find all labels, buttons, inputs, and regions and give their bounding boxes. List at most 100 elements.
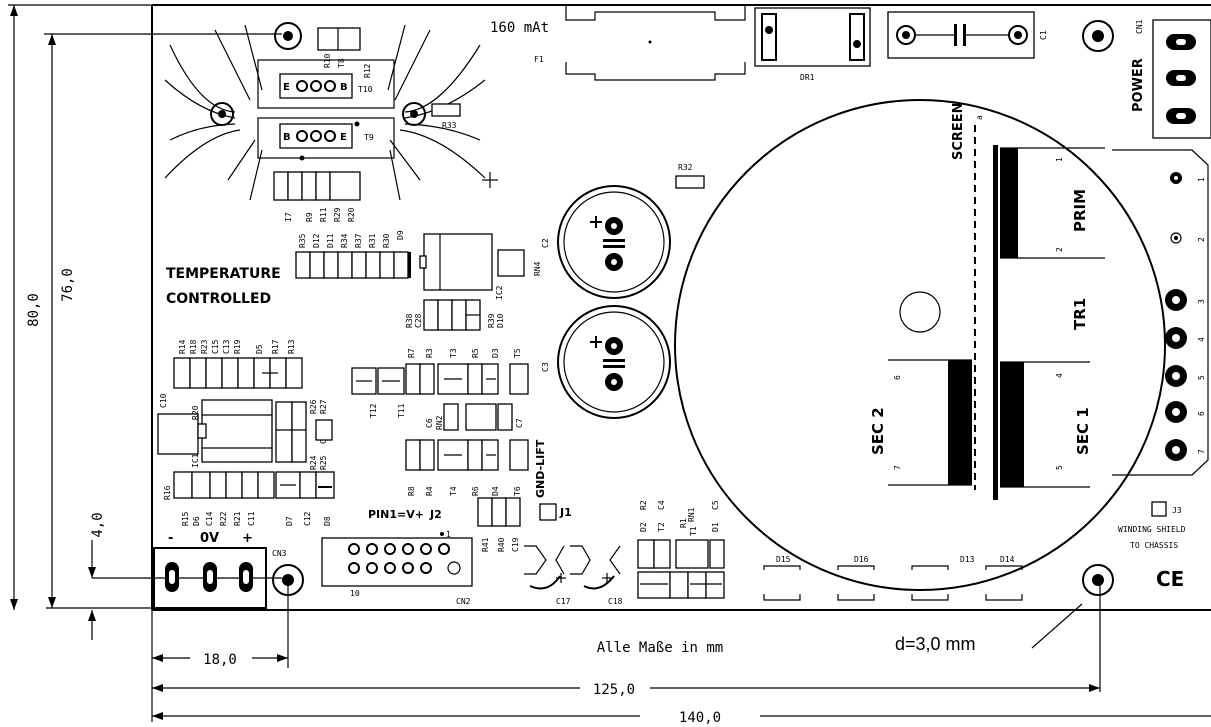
ref-r32: R32 (678, 163, 693, 172)
resistor-array-bottom (173, 471, 335, 499)
ref-mid-4: D3 (491, 348, 500, 358)
ref-row3-8: R13 (287, 339, 296, 354)
ref-bottom-5: C11 (247, 511, 256, 526)
resistor-r33 (431, 103, 461, 117)
ref-right-8: C5 (711, 500, 720, 510)
dimension-left (8, 4, 282, 640)
ref-c2: C2 (541, 238, 550, 248)
cn2-pin1: 1 (446, 530, 451, 539)
rn2 (465, 403, 497, 431)
cn-pin-6: 6 (1197, 411, 1206, 416)
ref-right-2: T2 (657, 522, 666, 532)
mount-hole-top-right (1082, 20, 1114, 52)
ref-r12: R12 (363, 63, 372, 78)
ref-r40: R40 (497, 537, 506, 552)
ref-row3-1: R18 (189, 339, 198, 354)
cn-pin-3: 3 (1197, 299, 1206, 304)
dim-height-inner: 76,0 (60, 268, 76, 302)
ref-mid2-0: R8 (407, 486, 416, 496)
dim-offset-small: 4,0 (90, 512, 106, 537)
ref-cn3: CN3 (272, 549, 287, 558)
component-grid-right (637, 539, 725, 599)
ref-row3-2: R23 (200, 339, 209, 354)
ref-mid-0: R7 (407, 348, 416, 358)
ref-rn4: RN4 (533, 261, 542, 276)
winding-shield-line2: TO CHASSIS (1130, 541, 1178, 550)
label-sec1: SEC 1 (1074, 407, 1092, 455)
ref-right-1: R2 (639, 500, 648, 510)
t9-pin-b: B (283, 132, 291, 143)
resistor-array-r38 (423, 299, 481, 331)
ref-mid2-4: D4 (491, 486, 500, 496)
cn3-plus: + (242, 531, 253, 546)
ref-row3-0: R14 (178, 339, 187, 354)
connector-tr-pins (1112, 149, 1209, 476)
connector-cn2 (321, 532, 473, 587)
mount-hole-bottom-right (1082, 564, 1114, 596)
ref-row1-3: R29 (333, 207, 342, 222)
ce-mark: CE (1156, 567, 1184, 591)
ref-right-3: C4 (657, 500, 666, 510)
label-screen: SCREEN (951, 102, 966, 160)
ref-bottom-2: C14 (205, 511, 214, 526)
ref-right-4: R1 (679, 518, 688, 528)
ref-row3-7: R17 (271, 339, 280, 354)
tr-pin-6: 6 (893, 375, 902, 380)
ref-dr1: DR1 (800, 73, 815, 82)
ref-row3-6: D5 (255, 344, 264, 354)
ref-ic2: IC2 (495, 285, 504, 300)
ref-d10: D10 (496, 313, 505, 328)
ref-r25: R25 (319, 455, 328, 470)
tr-pin-4: 4 (1055, 373, 1064, 378)
jumper-j1 (539, 503, 557, 521)
ref-mid-2: T3 (449, 348, 458, 358)
tr-pin-1: 1 (1055, 157, 1064, 162)
hole-diameter-note: d=3,0 mm (895, 634, 976, 654)
transistor-t9 (279, 121, 360, 161)
label-temperature: TEMPERATURE (166, 266, 281, 282)
jumper-j3 (1151, 501, 1167, 517)
t10-pin-e: E (283, 82, 290, 93)
ref-row2-1: D12 (312, 233, 321, 248)
capacitor-c3 (557, 305, 671, 419)
ref-bottom-7: C12 (303, 511, 312, 526)
diode-row (763, 565, 1023, 601)
ref-c19: C19 (511, 537, 520, 552)
ref-r39: R39 (487, 313, 496, 328)
ref-bottom-1: D6 (192, 516, 201, 526)
component-grid-bottom (405, 439, 529, 471)
ref-right-6: T1 (689, 526, 698, 536)
winding-shield-line1: WINDING SHIELD (1118, 525, 1186, 534)
ref-t10: T10 (358, 85, 373, 94)
ref-right-0: D2 (639, 522, 648, 532)
capacitor-c10 (157, 413, 199, 455)
t9-pin-e: E (340, 132, 347, 143)
ref-d15: D15 (776, 555, 791, 564)
label-power: POWER (1131, 58, 1146, 112)
capacitor-c2 (557, 185, 671, 299)
inductor-dr1 (754, 7, 871, 67)
resistor-r10-r12 (317, 27, 361, 51)
ref-d13: D13 (960, 555, 975, 564)
t10-pin-b: B (340, 82, 348, 93)
ref-mid-1: R3 (425, 348, 434, 358)
ref-right-5: RN1 (687, 507, 696, 522)
resistor-r26 (275, 401, 293, 463)
ref-row3-4: C13 (222, 339, 231, 354)
ref-r41: R41 (481, 537, 490, 552)
resistor-r32 (675, 175, 705, 189)
board-outline (151, 4, 1211, 611)
ref-mid2-5: T6 (513, 486, 522, 496)
ref-mid2-2: T4 (449, 486, 458, 496)
ref-r27: R27 (319, 399, 328, 414)
ref-r38: R38 (405, 313, 414, 328)
label-j2: J2 (429, 508, 442, 521)
ic2 (423, 233, 493, 291)
ref-f1: F1 (534, 55, 544, 64)
ref-row2-2: D11 (326, 233, 335, 248)
capacitor-c7 (497, 403, 513, 431)
ref-row1-0: I7 (284, 212, 293, 222)
ref-mid-3: R5 (471, 348, 480, 358)
ref-row1-2: R11 (319, 207, 328, 222)
ref-row2-5: R31 (368, 233, 377, 248)
